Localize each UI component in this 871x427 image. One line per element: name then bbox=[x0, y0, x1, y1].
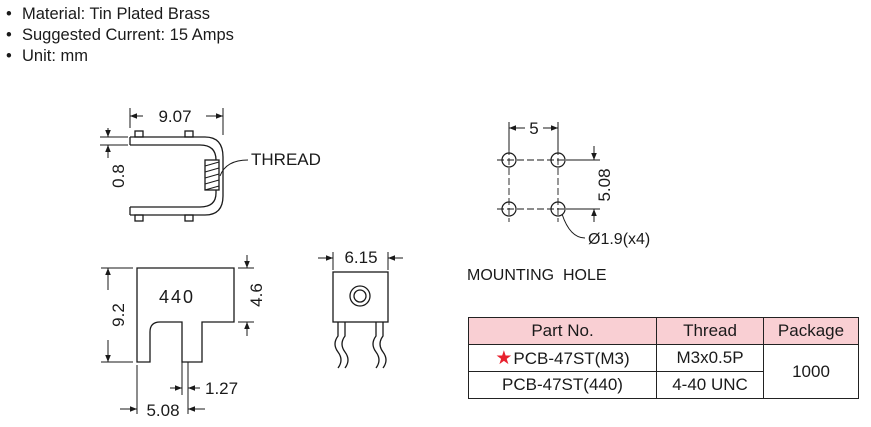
side-view bbox=[318, 252, 403, 369]
dim-pin-label: 1.27 bbox=[205, 379, 238, 398]
star-icon: ★ bbox=[495, 347, 513, 369]
dim-4-6 bbox=[238, 255, 254, 336]
dim-width-top-label: 9.07 bbox=[158, 107, 191, 126]
hole-spacing-y-label: 5.08 bbox=[595, 168, 614, 201]
part-marking: 440 bbox=[159, 287, 195, 307]
cell-thread: M3x0.5P bbox=[656, 344, 764, 372]
part-table: Part No. Thread Package ★PCB-47ST(M3) M3… bbox=[468, 317, 859, 399]
hole-spacing-x-label: 5 bbox=[529, 119, 538, 138]
dim-4-6-label: 4.6 bbox=[247, 283, 266, 307]
cell-part: ★PCB-47ST(M3) bbox=[468, 344, 657, 372]
cell-package: 1000 bbox=[763, 344, 859, 399]
dim-pin-spacing bbox=[120, 365, 205, 414]
front-view-outline bbox=[136, 267, 235, 363]
dim-pin-spacing-label: 5.08 bbox=[146, 401, 179, 420]
dim-height-label: 9.2 bbox=[109, 303, 128, 327]
table-header-row: Part No. Thread Package bbox=[468, 317, 859, 345]
threaded-hole bbox=[349, 285, 371, 307]
top-view-outline bbox=[129, 130, 224, 222]
mounting-hole bbox=[501, 201, 517, 217]
col-header-part: Part No. bbox=[468, 317, 657, 345]
spec-item-current: •Suggested Current: 15 Amps bbox=[6, 26, 234, 44]
side-view-pins bbox=[334, 322, 387, 369]
side-view-body bbox=[332, 271, 389, 323]
cell-thread: 4-40 UNC bbox=[656, 371, 764, 399]
mounting-hole-title: MOUNTING HOLE bbox=[467, 267, 607, 284]
dim-side-width bbox=[318, 252, 403, 270]
thread-label: THREAD bbox=[251, 150, 321, 169]
cell-part: PCB-47ST(440) bbox=[468, 371, 657, 399]
dim-hole-spacing-x bbox=[508, 122, 559, 150]
front-view bbox=[101, 255, 254, 414]
mounting-hole bbox=[501, 152, 517, 168]
hole-diameter-label: Ø1.9(x4) bbox=[588, 231, 650, 248]
mounting-hole bbox=[550, 152, 566, 168]
dim-pin bbox=[170, 362, 200, 395]
top-view bbox=[100, 108, 249, 222]
spec-list: •Material: Tin Plated Brass •Suggested C… bbox=[6, 4, 234, 67]
dim-hole-spacing-y bbox=[566, 146, 600, 222]
dim-height bbox=[101, 267, 133, 363]
dim-side-width-label: 6.15 bbox=[344, 248, 377, 267]
table-row: ★PCB-47ST(M3) M3x0.5P 1000 bbox=[468, 344, 859, 399]
dim-thickness-label: 0.8 bbox=[109, 164, 128, 188]
col-header-package: Package bbox=[763, 317, 859, 345]
spec-item-material: •Material: Tin Plated Brass bbox=[6, 5, 210, 23]
dim-width-top bbox=[129, 108, 224, 135]
dim-thickness bbox=[100, 128, 128, 158]
spec-item-unit: •Unit: mm bbox=[6, 47, 88, 65]
mounting-hole-pattern bbox=[497, 122, 600, 239]
mounting-hole bbox=[550, 201, 566, 217]
col-header-thread: Thread bbox=[656, 317, 764, 345]
table-row: PCB-47ST(440) 4-40 UNC bbox=[468, 371, 859, 399]
